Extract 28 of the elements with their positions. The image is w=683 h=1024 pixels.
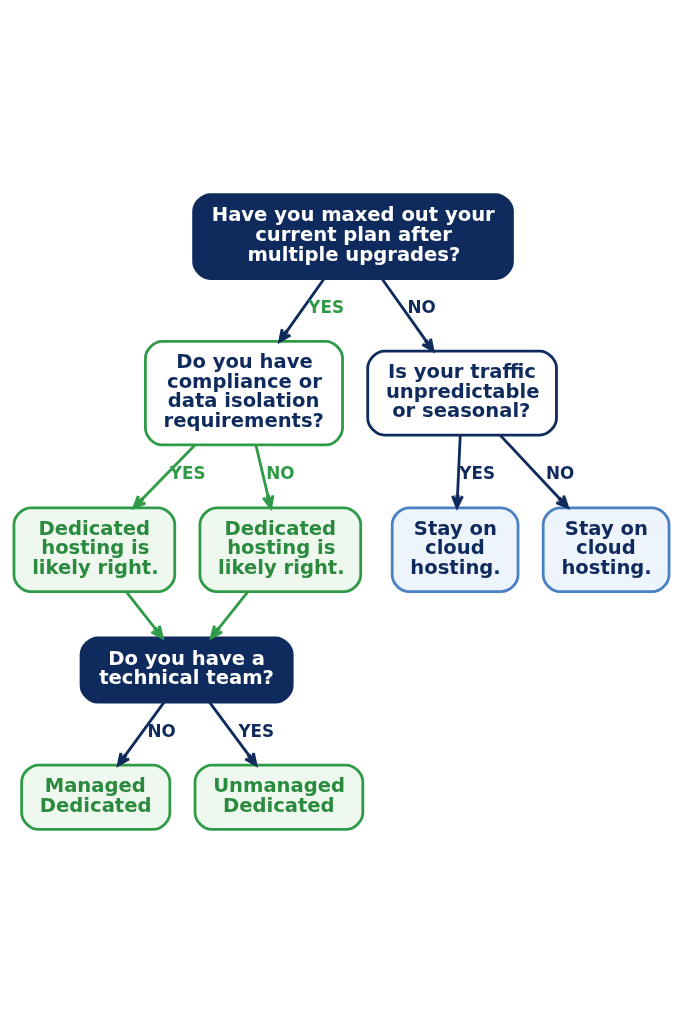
node-box: Dedicated hosting is likely right.	[12, 506, 177, 594]
node-box: Stay on cloud hosting.	[541, 506, 671, 594]
arrow	[254, 444, 275, 509]
node-box: Do you have a technical team?	[79, 636, 294, 704]
node-box: Have you maxed out your current plan after multiple upgrades?	[192, 193, 514, 280]
edge-label: NO	[546, 463, 575, 484]
arrow	[132, 443, 196, 509]
arrow	[125, 591, 164, 640]
edge-label: YES	[238, 720, 275, 741]
arrow	[116, 701, 166, 767]
edge-label: NO	[147, 720, 176, 741]
edge-label: NO	[266, 463, 295, 484]
node-box: Dedicated hosting is likely right.	[198, 506, 363, 594]
node-box: Stay on cloud hosting.	[390, 506, 520, 594]
edge-label: YES	[308, 296, 344, 317]
arrow	[208, 701, 258, 767]
node-box: Managed Dedicated	[20, 763, 172, 831]
edge-label: NO	[407, 296, 436, 317]
arrow	[499, 434, 570, 509]
arrow	[380, 277, 435, 353]
arrow	[278, 277, 326, 343]
node-box: Do you have compliance or data isolation requirements?	[144, 340, 344, 447]
node-box: Is your traffic unpredictable or seasonal?	[366, 349, 558, 437]
arrow	[451, 435, 464, 509]
edge-label: YES	[459, 463, 495, 484]
edge-label: YES	[169, 463, 206, 484]
arrow	[209, 591, 249, 640]
node-box: Unmanaged Dedicated	[193, 763, 365, 831]
